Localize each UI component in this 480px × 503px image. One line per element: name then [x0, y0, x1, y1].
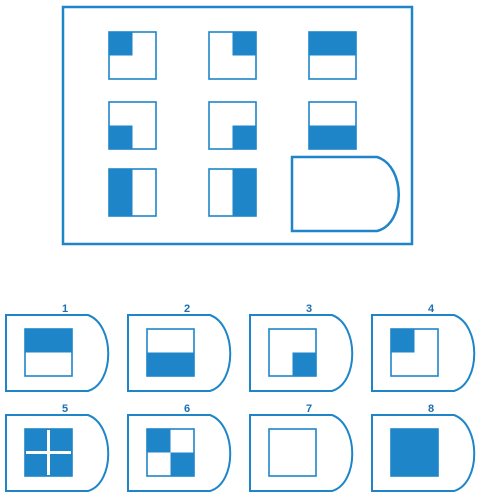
tile-outline — [208, 31, 257, 80]
option-frame — [127, 414, 232, 492]
tile-fill — [147, 352, 194, 376]
tile-outline — [146, 428, 195, 477]
tile-outline — [208, 168, 257, 217]
tile-fill — [292, 352, 316, 376]
tile-fill — [170, 452, 194, 476]
tile-outline — [146, 328, 195, 377]
option-1[interactable]: 1 — [5, 303, 110, 392]
option-tile — [390, 428, 439, 477]
tile-fill — [232, 32, 256, 56]
tile-outline — [390, 428, 439, 477]
option-number: 2 — [184, 303, 190, 315]
option-6[interactable]: 6 — [127, 403, 232, 492]
option-frame — [371, 314, 476, 392]
tile-fill — [109, 125, 133, 149]
matrix-cell-r2-c1 — [108, 101, 157, 150]
option-tile — [268, 328, 317, 377]
option-tile — [146, 428, 195, 477]
tile-outline — [308, 31, 357, 80]
tile-fill — [25, 329, 72, 353]
matrix-cell-r1-c1 — [108, 31, 157, 80]
option-tile — [390, 328, 439, 377]
tile-fill — [232, 169, 256, 216]
tile-outline — [268, 428, 317, 477]
option-frame — [5, 314, 110, 392]
option-7[interactable]: 7 — [249, 403, 354, 492]
tile-outline — [108, 101, 157, 150]
option-5[interactable]: 5 — [5, 403, 110, 492]
option-tile — [24, 428, 73, 477]
option-frame — [5, 414, 110, 492]
option-frame — [127, 314, 232, 392]
option-tile — [268, 428, 317, 477]
option-number: 1 — [62, 303, 68, 315]
option-number: 8 — [428, 403, 434, 415]
answer-options: 1 2 3 4 5 6 7 8 — [5, 303, 476, 492]
matrix-cell-r2-c3 — [308, 101, 357, 150]
option-4[interactable]: 4 — [371, 303, 476, 392]
tile-fill — [109, 169, 133, 216]
tile-outline — [108, 31, 157, 80]
tile-fill — [309, 125, 356, 149]
tile-outline — [24, 428, 73, 477]
tile-outline — [390, 328, 439, 377]
tile-fill — [391, 429, 438, 476]
option-tile — [146, 328, 195, 377]
option-number: 4 — [428, 303, 435, 315]
tile-fill — [232, 125, 256, 149]
matrix-cell-r3-c1 — [108, 168, 157, 217]
matrix-cell-r1-c3 — [308, 31, 357, 80]
option-number: 7 — [306, 403, 312, 415]
option-frame — [249, 314, 354, 392]
tile-outline — [268, 328, 317, 377]
matrix-cell-r3-c2 — [208, 168, 257, 217]
tile-fill — [309, 32, 356, 56]
tile-fill — [109, 32, 133, 56]
matrix-cell-r1-c2 — [208, 31, 257, 80]
tile-outline — [308, 101, 357, 150]
answer-slot — [290, 155, 400, 233]
option-number: 3 — [306, 303, 312, 315]
pattern-matrix — [108, 31, 357, 217]
option-tile — [24, 328, 73, 377]
matrix-cell-r2-c2 — [208, 101, 257, 150]
option-8[interactable]: 8 — [371, 403, 476, 492]
option-2[interactable]: 2 — [127, 303, 232, 392]
tile-outline — [108, 168, 157, 217]
option-3[interactable]: 3 — [249, 303, 354, 392]
option-frame — [371, 414, 476, 492]
option-number: 5 — [62, 403, 68, 415]
tile-outline — [208, 101, 257, 150]
tile-fill — [147, 429, 171, 453]
tile-outline — [24, 328, 73, 377]
question-frame — [61, 5, 414, 246]
option-number: 6 — [184, 403, 190, 415]
tile-fill — [391, 329, 415, 353]
option-frame — [249, 414, 354, 492]
